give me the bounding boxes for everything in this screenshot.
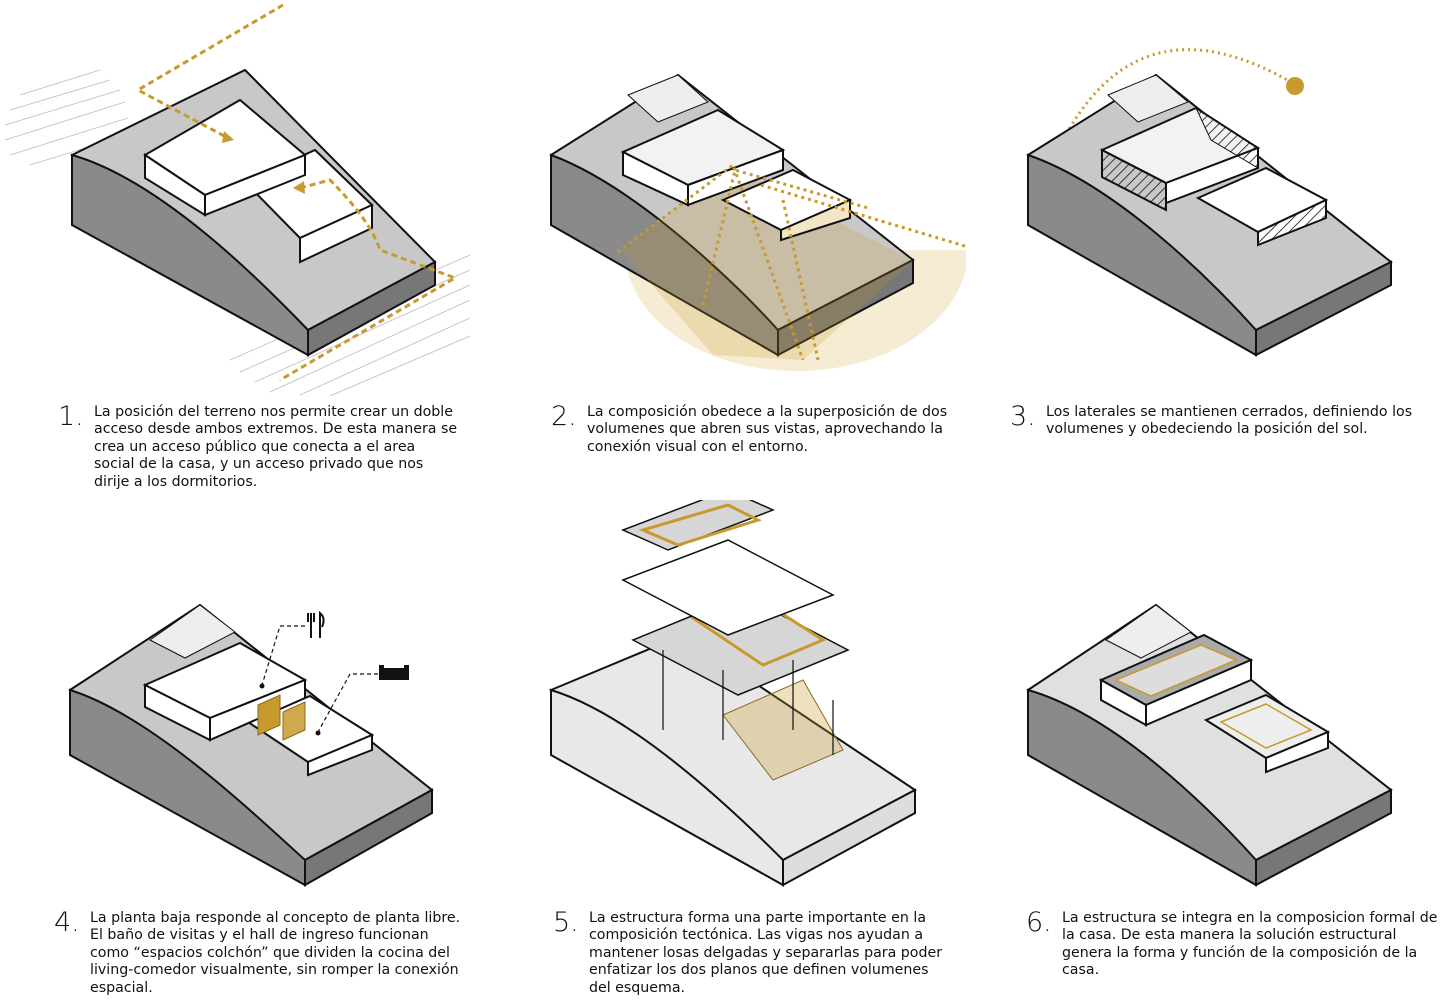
terrain-front [782,788,916,887]
panel-3: 3. Los laterales se mantienen cerrados, … [966,0,1449,500]
caption-2: 2. La composición obedece a la superposi… [551,402,951,456]
caption-number: 4. [54,907,80,938]
lower-volume-front [1265,730,1329,774]
terrain-light [149,604,236,659]
caption-text: La composición obedece a la superposició… [587,404,948,455]
closed-side-hatch [1258,200,1326,245]
upper-volume-front [1145,658,1252,727]
caption-5: 5. La estructura forma una parte importa… [553,908,953,997]
panel-6: 6. La estructura se integra en la compos… [966,500,1449,1000]
caption-text: La estructura se integra en la composici… [1062,910,1438,979]
caption-text: La posición del terreno nos permite crea… [94,404,458,490]
caption-number: 3. [1010,401,1036,432]
upper-volume-front [204,153,306,217]
leader-dot [259,683,265,689]
sight-lines [617,162,966,361]
fork-knife-icon [307,610,325,638]
access-arrows [222,131,305,194]
caption-1: 1. La posición del terreno nos permite c… [58,402,458,491]
upper-beam-frame [1114,644,1238,697]
caption-number: 5. [553,907,579,938]
panel-2: 2. La composición obedece a la superposi… [483,0,966,500]
leader-lines [261,625,378,733]
caption-text: La estructura forma una parte importante… [589,910,943,996]
terrain-light [1107,74,1189,123]
buffer-space [282,701,306,741]
upper-volume-left [1101,148,1167,212]
diagram-2-views [549,73,966,372]
panel-4: 4. La planta baja responde al concepto d… [0,500,483,1000]
caption-number: 1. [58,401,84,432]
diagram-3-sun [1026,48,1393,357]
upper-slab [621,500,775,551]
caption-3: 3. Los laterales se mantienen cerrados, … [1010,402,1430,439]
lower-volume-front [307,733,373,777]
diagram-1-access [4,3,471,397]
diagram-6-integration [1026,603,1393,887]
terrain-front [307,260,436,357]
access-paths [134,3,459,382]
diagram-5-structure [548,500,917,887]
ground-slab [722,679,844,781]
terrain-light [1105,604,1192,659]
diagram-4-plan [68,603,434,887]
caption-6: 6. La estructura se integra en la compos… [1026,908,1444,980]
lower-volume-front [299,203,373,264]
terrain-front [304,788,433,887]
lower-beam-frame [1219,703,1313,749]
terrain-light [627,74,709,123]
caption-4: 4. La planta baja responde al concepto d… [54,908,464,997]
beam-frame [638,503,762,547]
caption-number: 2. [551,401,577,432]
caption-number: 6. [1026,907,1052,938]
panel-5: 5. La estructura forma una parte importa… [483,500,966,1000]
caption-text: Los laterales se mantienen cerrados, def… [1046,404,1413,438]
terrain-front [1255,260,1392,357]
mid-slab [621,539,835,636]
closed-side-hatch [1194,106,1259,169]
leader-dot [315,730,321,736]
panel-1: 1. La posición del terreno nos permite c… [0,0,483,500]
buffer-space [257,694,281,736]
terrain-front [1255,788,1392,887]
columns [662,650,834,755]
upper-volume-front [687,148,784,207]
sun-path [1056,48,1297,151]
caption-text: La planta baja responde al concepto de p… [90,910,461,996]
lower-volume-front [780,198,851,242]
sofa-icon [379,665,409,680]
sun-icon [1286,77,1304,95]
